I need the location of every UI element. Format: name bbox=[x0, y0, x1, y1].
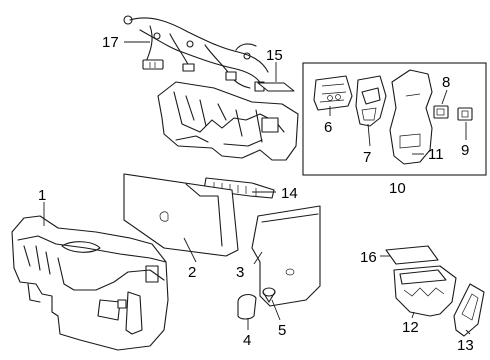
cap-4 bbox=[237, 293, 257, 320]
side-panel-2 bbox=[123, 173, 239, 257]
side-panel-3 bbox=[251, 205, 321, 307]
callout-17: 17 bbox=[102, 34, 119, 51]
bezel-7 bbox=[355, 75, 387, 127]
callout-6: 6 bbox=[324, 119, 332, 136]
callout-13: 13 bbox=[457, 337, 474, 354]
callout-4: 4 bbox=[243, 332, 251, 349]
trim-panel-11 bbox=[389, 69, 433, 165]
callout-2: 2 bbox=[188, 264, 196, 281]
clip-5 bbox=[262, 287, 276, 303]
inset-frame bbox=[302, 62, 487, 176]
callout-7: 7 bbox=[363, 149, 371, 166]
callout-11: 11 bbox=[428, 146, 444, 163]
callout-3: 3 bbox=[236, 264, 244, 281]
main-console bbox=[11, 215, 169, 351]
callout-16: 16 bbox=[360, 249, 377, 266]
lid-13 bbox=[453, 283, 485, 337]
callout-9: 9 bbox=[461, 142, 469, 159]
storage-tray-12 bbox=[393, 265, 457, 317]
callout-10: 10 bbox=[389, 180, 406, 197]
switch-panel-6 bbox=[313, 75, 353, 111]
switch-9 bbox=[457, 107, 473, 121]
label-15 bbox=[257, 82, 295, 92]
wiring-harness bbox=[123, 15, 269, 92]
callout-15: 15 bbox=[266, 47, 283, 64]
callout-14: 14 bbox=[281, 185, 298, 202]
mat-16 bbox=[385, 245, 439, 265]
console-frame bbox=[157, 81, 299, 161]
callout-1: 1 bbox=[38, 187, 46, 204]
callout-12: 12 bbox=[402, 319, 419, 336]
leader-lines bbox=[43, 41, 471, 335]
callout-8: 8 bbox=[442, 74, 450, 91]
callout-5: 5 bbox=[278, 322, 286, 339]
switch-8 bbox=[433, 105, 449, 119]
